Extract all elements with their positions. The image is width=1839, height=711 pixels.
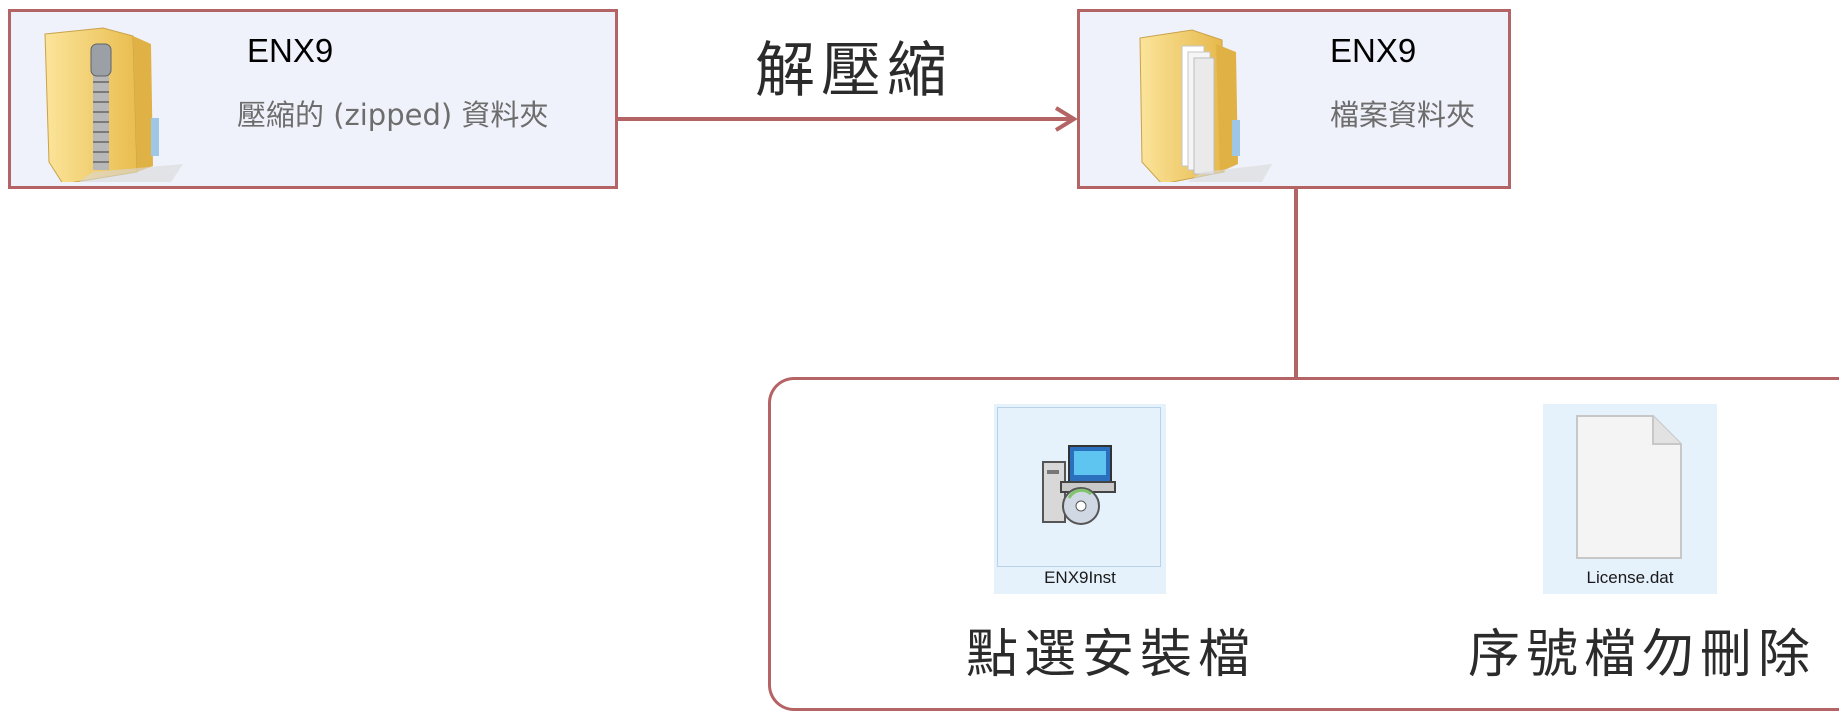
installer-caption: 點選安裝檔 [966,625,1257,685]
license-file-name: License.dat [1586,568,1674,587]
installer-icon [1042,445,1116,525]
blank-document-icon [1576,415,1682,559]
extracted-folder-type: 檔案資料夾 [1330,98,1476,132]
zipped-folder-icon [44,27,183,182]
folder-icon [1139,29,1272,182]
installer-tile-frame [997,407,1161,567]
unzip-label: 解壓縮 [755,36,953,106]
zipped-folder-name: ENX9 [247,32,334,69]
license-caption: 序號檔勿刪除 [1468,625,1817,685]
installer-file-name: ENX9Inst [1044,568,1116,587]
license-file-tile[interactable]: License.dat [1543,404,1717,594]
unzip-arrow-head [1054,106,1078,132]
zipped-folder-item[interactable]: ENX9 壓縮的 (zipped) 資料夾 [8,9,618,189]
zipped-folder-type: 壓縮的 (zipped) 資料夾 [237,98,549,132]
installer-file-tile[interactable]: ENX9Inst [994,404,1166,594]
extracted-folder-name: ENX9 [1330,32,1417,69]
extracted-folder-item[interactable]: ENX9 檔案資料夾 [1077,9,1511,189]
